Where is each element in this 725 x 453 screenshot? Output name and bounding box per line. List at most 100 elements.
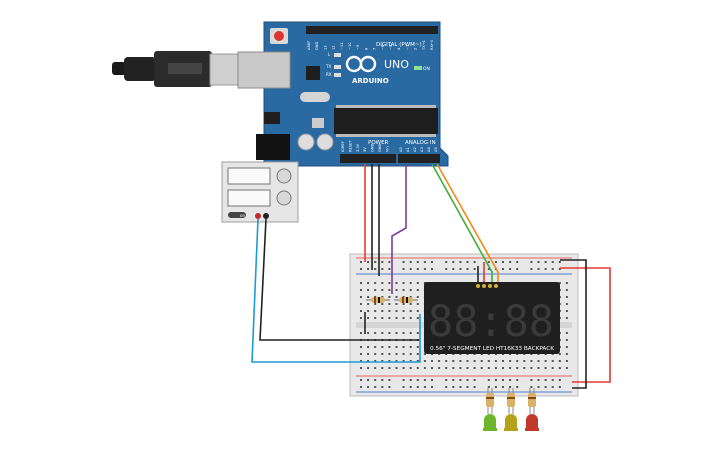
- rail-hole[interactable]: [516, 261, 519, 263]
- rail-hole[interactable]: [509, 379, 512, 381]
- rail-hole[interactable]: [431, 386, 433, 388]
- display-pin[interactable]: [494, 284, 498, 288]
- breadboard-hole[interactable]: [409, 310, 412, 312]
- breadboard-hole[interactable]: [516, 367, 519, 369]
- rail-hole[interactable]: [494, 386, 497, 388]
- breadboard-hole[interactable]: [360, 282, 362, 284]
- breadboard-hole[interactable]: [565, 303, 568, 305]
- rail-hole[interactable]: [516, 268, 519, 270]
- wire-rail-red-right[interactable]: [560, 267, 611, 383]
- rail-hole[interactable]: [423, 386, 426, 388]
- rail-hole[interactable]: [409, 268, 412, 270]
- breadboard-hole[interactable]: [395, 346, 398, 348]
- breadboard-hole[interactable]: [381, 310, 384, 312]
- breadboard-hole[interactable]: [416, 360, 419, 362]
- rail-hole[interactable]: [459, 268, 462, 270]
- rail-hole[interactable]: [445, 386, 448, 388]
- breadboard-hole[interactable]: [388, 317, 391, 319]
- breadboard-hole[interactable]: [367, 303, 370, 305]
- breadboard-hole[interactable]: [395, 296, 398, 298]
- rail-hole[interactable]: [487, 261, 490, 263]
- rail-hole[interactable]: [551, 386, 554, 388]
- rail-hole[interactable]: [431, 261, 433, 263]
- rail-hole[interactable]: [558, 261, 561, 263]
- breadboard-hole[interactable]: [452, 367, 455, 369]
- rail-hole[interactable]: [502, 386, 504, 388]
- rail-hole[interactable]: [452, 268, 455, 270]
- breadboard-hole[interactable]: [374, 289, 377, 291]
- breadboard-hole[interactable]: [360, 303, 362, 305]
- breadboard-hole[interactable]: [431, 367, 433, 369]
- breadboard-hole[interactable]: [381, 332, 384, 334]
- rail-hole[interactable]: [381, 386, 384, 388]
- led-green[interactable]: [483, 388, 497, 431]
- breadboard-hole[interactable]: [360, 353, 362, 355]
- breadboard-hole[interactable]: [395, 303, 398, 305]
- rail-hole[interactable]: [360, 386, 362, 388]
- breadboard-hole[interactable]: [438, 360, 441, 362]
- rail-hole[interactable]: [487, 268, 490, 270]
- breadboard-hole[interactable]: [480, 367, 483, 369]
- rail-hole[interactable]: [360, 379, 362, 381]
- rail-hole[interactable]: [551, 261, 554, 263]
- breadboard-hole[interactable]: [445, 367, 448, 369]
- breadboard-hole[interactable]: [558, 282, 561, 284]
- positive-terminal[interactable]: [255, 213, 261, 219]
- breadboard-hole[interactable]: [388, 303, 391, 305]
- rail-hole[interactable]: [367, 379, 370, 381]
- breadboard-hole[interactable]: [374, 332, 377, 334]
- wire-rail-black-right[interactable]: [560, 259, 587, 389]
- breadboard-hole[interactable]: [402, 282, 405, 284]
- rail-hole[interactable]: [381, 261, 384, 263]
- rail-hole[interactable]: [516, 379, 519, 381]
- breadboard-hole[interactable]: [381, 367, 384, 369]
- breadboard-hole[interactable]: [402, 346, 405, 348]
- rail-hole[interactable]: [388, 386, 391, 388]
- rail-hole[interactable]: [431, 379, 433, 381]
- breadboard-hole[interactable]: [395, 360, 398, 362]
- rail-hole[interactable]: [423, 268, 426, 270]
- breadboard-hole[interactable]: [360, 296, 362, 298]
- rail-hole[interactable]: [509, 261, 512, 263]
- breadboard-hole[interactable]: [374, 282, 377, 284]
- current-knob[interactable]: [276, 190, 292, 206]
- rail-hole[interactable]: [452, 261, 455, 263]
- rail-hole[interactable]: [537, 379, 540, 381]
- resistor-1[interactable]: [366, 297, 390, 303]
- breadboard-hole[interactable]: [395, 367, 398, 369]
- breadboard-hole[interactable]: [388, 353, 391, 355]
- seven-segment-display[interactable]: 88:88 0.56" 7-SEGMENT LED HT16K33 BACKPA…: [424, 282, 560, 354]
- rail-hole[interactable]: [537, 268, 540, 270]
- breadboard-hole[interactable]: [381, 346, 384, 348]
- rail-hole[interactable]: [459, 379, 462, 381]
- rail-hole[interactable]: [530, 386, 533, 388]
- breadboard-hole[interactable]: [459, 360, 462, 362]
- rail-hole[interactable]: [530, 379, 533, 381]
- breadboard-hole[interactable]: [466, 360, 469, 362]
- rail-hole[interactable]: [466, 379, 469, 381]
- breadboard-hole[interactable]: [367, 353, 370, 355]
- breadboard-hole[interactable]: [409, 296, 412, 298]
- rail-hole[interactable]: [466, 261, 469, 263]
- breadboard-hole[interactable]: [374, 367, 377, 369]
- breadboard-hole[interactable]: [388, 360, 391, 362]
- breadboard-hole[interactable]: [360, 367, 362, 369]
- breadboard-hole[interactable]: [360, 310, 362, 312]
- rail-hole[interactable]: [494, 379, 497, 381]
- breadboard-hole[interactable]: [395, 332, 398, 334]
- breadboard-hole[interactable]: [367, 296, 370, 298]
- breadboard-hole[interactable]: [381, 360, 384, 362]
- breadboard-hole[interactable]: [409, 353, 412, 355]
- rail-hole[interactable]: [502, 261, 504, 263]
- rail-hole[interactable]: [445, 261, 448, 263]
- led-red[interactable]: [525, 388, 539, 431]
- rail-hole[interactable]: [445, 379, 448, 381]
- rail-hole[interactable]: [516, 386, 519, 388]
- breadboard-hole[interactable]: [416, 353, 419, 355]
- breadboard-hole[interactable]: [381, 353, 384, 355]
- rail-hole[interactable]: [367, 268, 370, 270]
- breadboard-hole[interactable]: [558, 360, 561, 362]
- breadboard-hole[interactable]: [473, 360, 476, 362]
- breadboard-hole[interactable]: [367, 289, 370, 291]
- breadboard-hole[interactable]: [487, 367, 490, 369]
